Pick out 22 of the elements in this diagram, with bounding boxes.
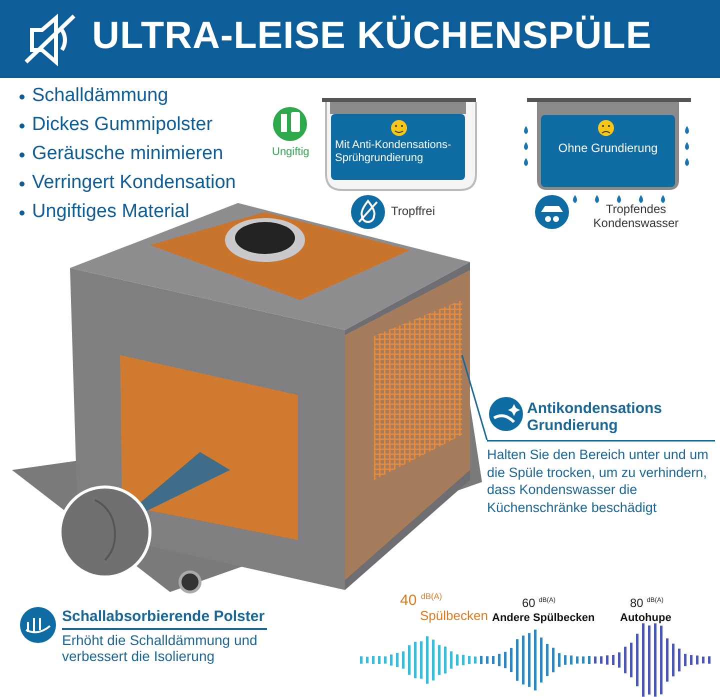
feature-text: Verringert Kondensation bbox=[32, 172, 236, 194]
feature-description: Erhöht die Schalldämmung und verbessert die Isolierung bbox=[62, 632, 258, 664]
decibel-value: 40 $^{dB(A)}$ bbox=[400, 592, 442, 610]
icon-caption: Tropffrei bbox=[391, 205, 436, 219]
callout-heading: Antikondensations Grundierung bbox=[527, 401, 664, 434]
feature-text: Dickes Gummipolster bbox=[32, 114, 213, 136]
comparison-caption: Spülbecken bbox=[420, 609, 488, 624]
icon-caption: Tropfendes Kondenswasser bbox=[592, 203, 680, 231]
leader-line bbox=[461, 354, 488, 440]
page-title: ULTRA-LEISE KÜCHENSPÜLE bbox=[92, 15, 652, 58]
decibel-value: 80 $^{dB(A)}$ bbox=[630, 597, 664, 611]
feature-text: Schalldämmung bbox=[32, 85, 168, 107]
comparison-caption: Andere Spülbecken bbox=[492, 612, 595, 625]
comparison-caption: Autohupe bbox=[620, 612, 672, 625]
icon-caption: Ungiftig bbox=[272, 146, 310, 159]
feature-text: Ungiftiges Material bbox=[32, 201, 190, 223]
basin-caption: Mit Anti-Kondensations-Sprühgrundierung bbox=[335, 139, 452, 164]
callout-text: Halten Sie den Bereich unter und um die Spüle trocken, um zu verhindern, dass Kondenswasser die Küchenschränke beschädigt bbox=[487, 446, 710, 516]
decibel-value: 60 $^{dB(A)}$ bbox=[522, 597, 556, 611]
feature-heading: Schallabsorbierende Polster bbox=[62, 608, 267, 630]
feature-text: Geräusche minimieren bbox=[32, 143, 224, 165]
basin-caption: Ohne Grundierung bbox=[557, 142, 659, 156]
